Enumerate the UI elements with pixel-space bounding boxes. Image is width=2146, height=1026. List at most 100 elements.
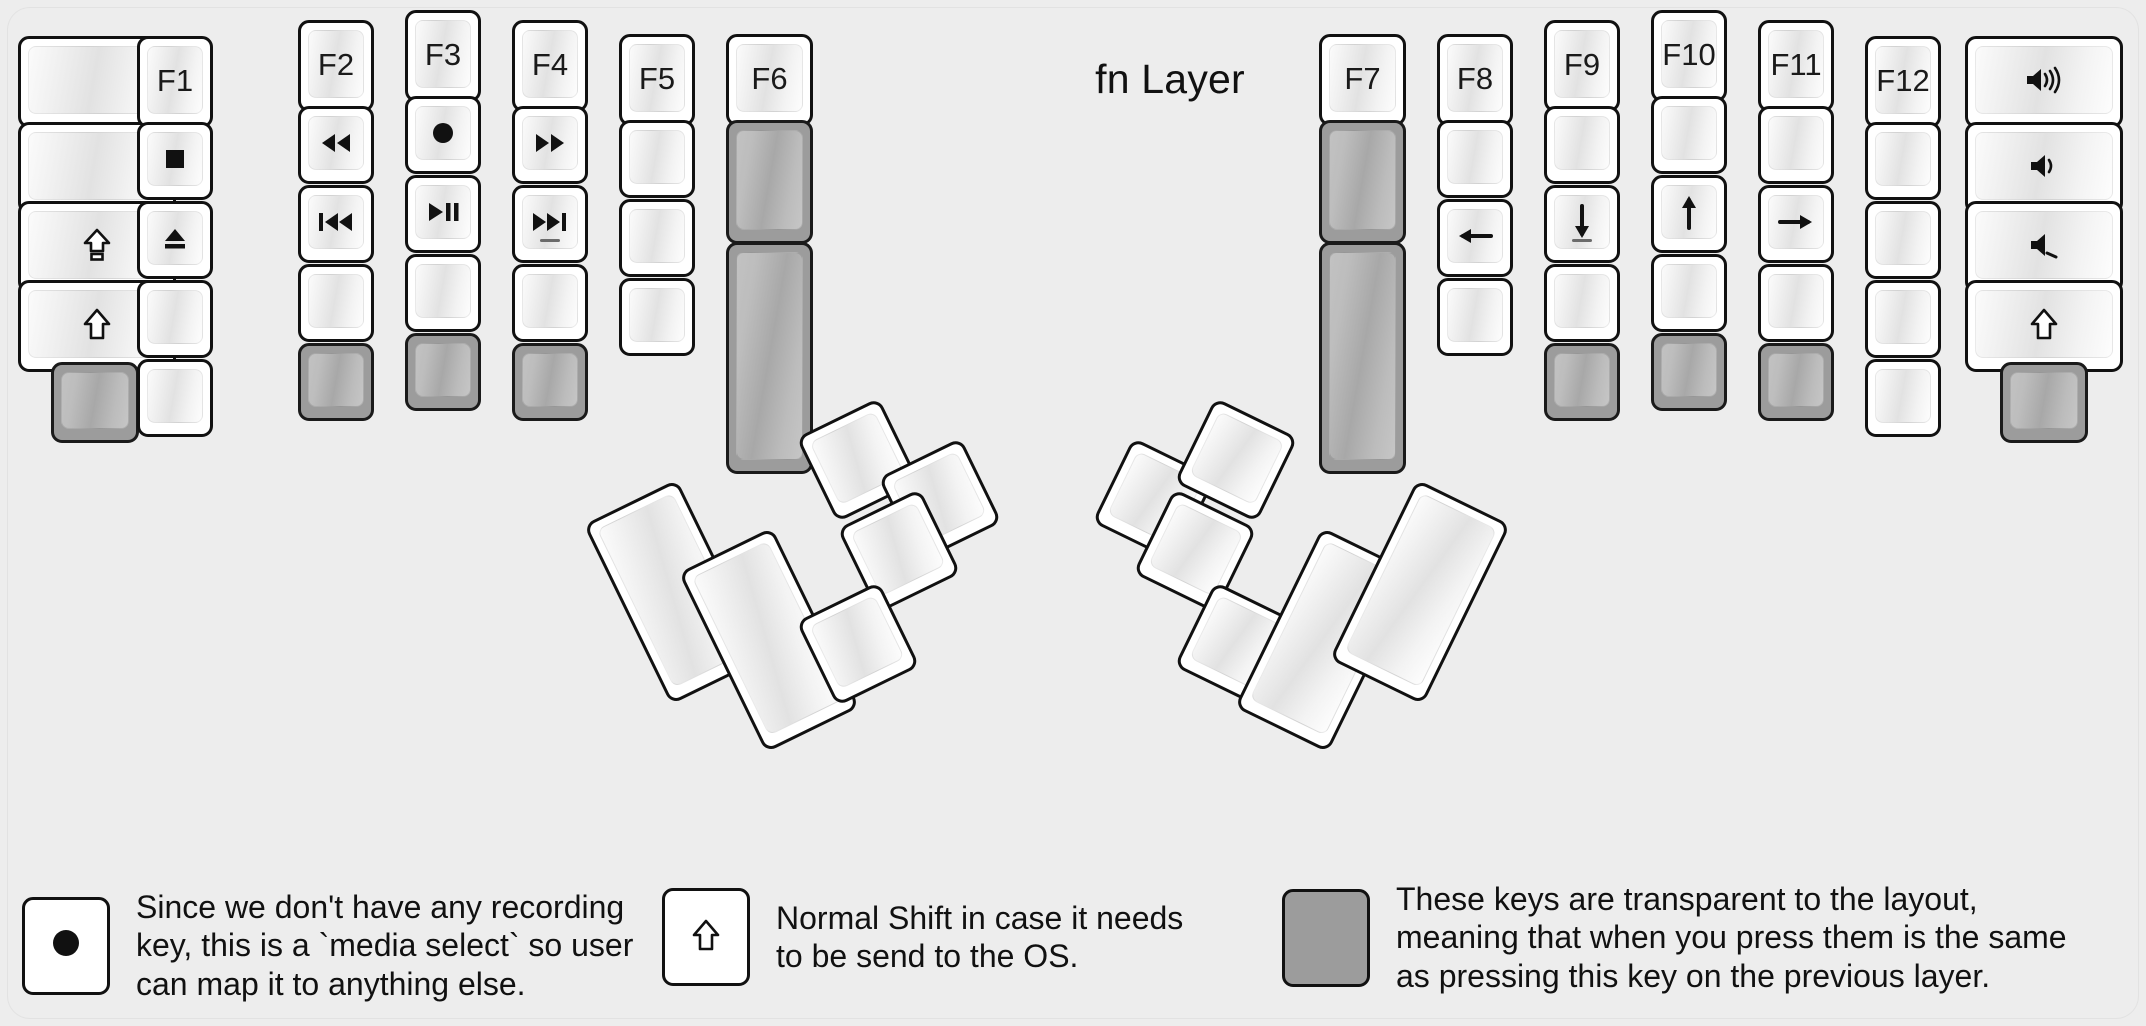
- key-label: F1: [156, 62, 194, 98]
- key-left-c4-r1[interactable]: [512, 106, 588, 184]
- volume-up-icon: [1968, 39, 2120, 125]
- left-thumb-cluster: [583, 397, 1020, 830]
- key-left-c3-r1[interactable]: [405, 96, 481, 174]
- key-label: F5: [638, 60, 676, 96]
- key-left-c2-r0[interactable]: F2: [298, 20, 374, 112]
- key-label: F12: [1876, 62, 1930, 98]
- key-label: [1868, 283, 1938, 355]
- key-label: [54, 365, 136, 440]
- key-left-c1-r3[interactable]: [137, 280, 213, 358]
- key-left-c5-r0[interactable]: F5: [619, 34, 695, 126]
- key-right-c5-r2[interactable]: [1865, 201, 1941, 279]
- media-stop-icon: [140, 125, 210, 197]
- key-left-c2-r3[interactable]: [298, 264, 374, 342]
- key-right-c2-r0[interactable]: F9: [1544, 20, 1620, 112]
- media-prev-track-icon: [301, 188, 371, 260]
- key-left-c2-r4[interactable]: [298, 343, 374, 421]
- key-left-c3-r2[interactable]: [405, 175, 481, 253]
- key-right-c4-r3[interactable]: [1758, 264, 1834, 342]
- key-label: F2: [317, 46, 355, 82]
- key-left-c1-r2[interactable]: [137, 201, 213, 279]
- key-label: F10: [1662, 36, 1716, 72]
- key-left-c6-r2[interactable]: [726, 242, 813, 474]
- legend-text-record: Since we don't have any recording key, t…: [136, 889, 634, 1002]
- key-label: [408, 257, 478, 329]
- homing-bump-indicator: [1572, 239, 1592, 242]
- key-right-c1-r3[interactable]: [1437, 278, 1513, 356]
- volume-down-icon: [1968, 125, 2120, 211]
- key-label: F9: [1563, 46, 1601, 82]
- key-right-c1-r1[interactable]: [1437, 120, 1513, 198]
- key-label: [2003, 365, 2085, 440]
- key-right-c5-r1[interactable]: [1865, 122, 1941, 200]
- key-right-c6-r3[interactable]: [1965, 280, 2123, 372]
- key-right-c2-r3[interactable]: [1544, 264, 1620, 342]
- key-label: [622, 202, 692, 274]
- key-left-c4-r4[interactable]: [512, 343, 588, 421]
- key-right-c5-r4[interactable]: [1865, 359, 1941, 437]
- key-left-c2-r1[interactable]: [298, 106, 374, 184]
- key-left-c5-r1[interactable]: [619, 120, 695, 198]
- key-label: [1868, 125, 1938, 197]
- media-play-pause-icon: [408, 178, 478, 250]
- shift-arrow-icon: [1968, 283, 2120, 369]
- key-left-c3-r3[interactable]: [405, 254, 481, 332]
- key-left-c3-r0[interactable]: F3: [405, 10, 481, 102]
- key-label: [1654, 99, 1724, 171]
- key-right-c0-r2[interactable]: [1319, 242, 1406, 474]
- volume-mute-icon: [1968, 204, 2120, 290]
- key-right-c6-r0[interactable]: [1965, 36, 2123, 128]
- key-right-c4-r4[interactable]: [1758, 343, 1834, 421]
- key-right-c4-r2[interactable]: [1758, 185, 1834, 263]
- key-left-c1-r4[interactable]: [137, 359, 213, 437]
- key-right-c0-r0[interactable]: F7: [1319, 34, 1406, 126]
- arrow-left-icon: [1440, 202, 1510, 274]
- key-right-c6-r4[interactable]: [2000, 362, 2088, 443]
- key-label: [140, 283, 210, 355]
- key-right-c6-r2[interactable]: [1965, 201, 2123, 293]
- key-right-c3-r1[interactable]: [1651, 96, 1727, 174]
- key-label: [1547, 267, 1617, 339]
- key-right-c1-r2[interactable]: [1437, 199, 1513, 277]
- media-fast-forward-icon: [515, 109, 585, 181]
- key-right-c0-r1[interactable]: [1319, 120, 1406, 244]
- key-left-c4-r3[interactable]: [512, 264, 588, 342]
- key-left-c2-r2[interactable]: [298, 185, 374, 263]
- key-right-c5-r0[interactable]: F12: [1865, 36, 1941, 128]
- key-label: [515, 346, 585, 418]
- key-label: [140, 362, 210, 434]
- key-right-c5-r3[interactable]: [1865, 280, 1941, 358]
- key-right-c3-r2[interactable]: [1651, 175, 1727, 253]
- key-right-c2-r1[interactable]: [1544, 106, 1620, 184]
- key-right-c3-r4[interactable]: [1651, 333, 1727, 411]
- key-label: [1654, 336, 1724, 408]
- key-right-c2-r4[interactable]: [1544, 343, 1620, 421]
- legend-text-shift: Normal Shift in case it needs to be send…: [776, 899, 1184, 974]
- legend-key-transparent: [1282, 888, 1370, 987]
- key-left-c1-r0[interactable]: F1: [137, 36, 213, 128]
- key-left-c4-r2[interactable]: [512, 185, 588, 263]
- key-left-c6-r1[interactable]: [726, 120, 813, 244]
- key-right-c4-r1[interactable]: [1758, 106, 1834, 184]
- key-label: [729, 245, 810, 471]
- key-right-c2-r2[interactable]: [1544, 185, 1620, 263]
- key-right-c1-r0[interactable]: F8: [1437, 34, 1513, 126]
- key-label: [301, 267, 371, 339]
- key-label: F11: [1770, 46, 1822, 82]
- key-left-c1-r1[interactable]: [137, 122, 213, 200]
- key-right-c3-r3[interactable]: [1651, 254, 1727, 332]
- key-left-c5-r2[interactable]: [619, 199, 695, 277]
- key-label: [1654, 257, 1724, 329]
- key-right-c4-r0[interactable]: F11: [1758, 20, 1834, 112]
- key-left-c5-r3[interactable]: [619, 278, 695, 356]
- legend-key-shift: [662, 888, 750, 986]
- key-label: [1440, 281, 1510, 353]
- key-left-c6-r0[interactable]: F6: [726, 34, 813, 126]
- key-right-c3-r0[interactable]: F10: [1651, 10, 1727, 102]
- key-left-c0-r4[interactable]: [51, 362, 139, 443]
- key-left-c4-r0[interactable]: F4: [512, 20, 588, 112]
- key-left-c3-r4[interactable]: [405, 333, 481, 411]
- key-right-c6-r1[interactable]: [1965, 122, 2123, 214]
- arrow-right-icon: [1761, 188, 1831, 260]
